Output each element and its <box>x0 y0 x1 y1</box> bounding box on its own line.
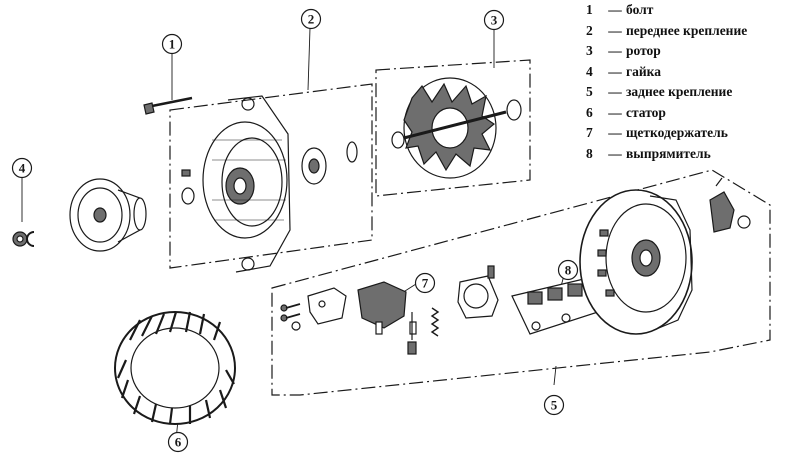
legend-label: болт <box>626 2 654 17</box>
brush-holder-part <box>280 281 440 355</box>
callout-circle <box>483 9 505 31</box>
callout-number: 5 <box>551 398 558 413</box>
callout-circle <box>414 272 436 294</box>
callout-2: 2 <box>300 8 322 30</box>
legend-number: 8 <box>586 145 593 161</box>
bolt-part <box>143 96 193 115</box>
rotor-frame <box>375 59 531 197</box>
rear-housing-part <box>579 177 751 335</box>
rear-assembly-frame <box>271 169 771 396</box>
legend-dash: — <box>608 145 622 161</box>
legend-label: ротор <box>626 43 661 58</box>
legend-row: 3 — ротор <box>586 43 798 64</box>
legend-label: щеткодержатель <box>626 125 728 140</box>
legend-label: статор <box>626 104 666 120</box>
legend-number: 1 <box>586 2 593 17</box>
legend-label: переднее крепление <box>626 22 748 38</box>
pulley-part <box>69 178 147 252</box>
legend-dash: — <box>608 22 622 38</box>
rotor-part <box>391 77 522 179</box>
legend-row: 7 — щеткодержатель <box>586 125 798 146</box>
callout-number: 8 <box>565 263 572 278</box>
stator-part <box>114 311 236 425</box>
legend-row: 8 —выпрямитель <box>586 146 798 167</box>
legend-row: 6 —статор <box>586 105 798 126</box>
callout-number: 3 <box>491 13 498 28</box>
legend-dash: — <box>608 104 622 120</box>
callout-7: 7 <box>414 272 436 294</box>
legend-number: 5 <box>586 84 593 99</box>
legend-dash: — <box>608 63 622 79</box>
legend-row: 1 — болт <box>586 2 798 23</box>
legend-label: выпрямитель <box>626 145 711 161</box>
legend-number: 3 <box>586 43 593 58</box>
legend-row: 5 — заднее крепление <box>586 84 798 105</box>
callout-circle <box>167 431 189 453</box>
callout-number: 2 <box>308 12 315 27</box>
callout-5: 5 <box>543 394 565 416</box>
front-housing-part <box>181 95 358 273</box>
callout-circle <box>161 33 183 55</box>
nut-part <box>12 231 35 247</box>
legend-row: 2 —переднее крепление <box>586 23 798 44</box>
callout-1: 1 <box>161 33 183 55</box>
legend-dash: — <box>608 2 622 17</box>
legend-number: 7 <box>586 125 593 140</box>
callout-6: 6 <box>167 431 189 453</box>
legend-dash: — <box>608 43 622 58</box>
callout-circle <box>300 8 322 30</box>
legend-number: 6 <box>586 104 593 120</box>
callout-number: 6 <box>175 435 182 450</box>
callout-4: 4 <box>11 157 33 179</box>
callout-8: 8 <box>557 259 579 281</box>
callout-circle <box>543 394 565 416</box>
callout-number: 7 <box>422 276 429 291</box>
legend-label: заднее крепление <box>626 84 733 99</box>
callout-circle <box>11 157 33 179</box>
rectifier-part <box>457 265 599 335</box>
legend-row: 4 —гайка <box>586 64 798 85</box>
callout-number: 1 <box>169 37 176 52</box>
legend-label: гайка <box>626 63 661 79</box>
legend-dash: — <box>608 84 622 99</box>
legend-number: 4 <box>586 63 593 79</box>
callout-circle <box>557 259 579 281</box>
callout-number: 4 <box>19 161 26 176</box>
legend-dash: — <box>608 125 622 140</box>
callout-layer: 1 2 3 4 5 6 7 8 <box>11 8 579 453</box>
callout-3: 3 <box>483 9 505 31</box>
legend-number: 2 <box>586 22 593 38</box>
